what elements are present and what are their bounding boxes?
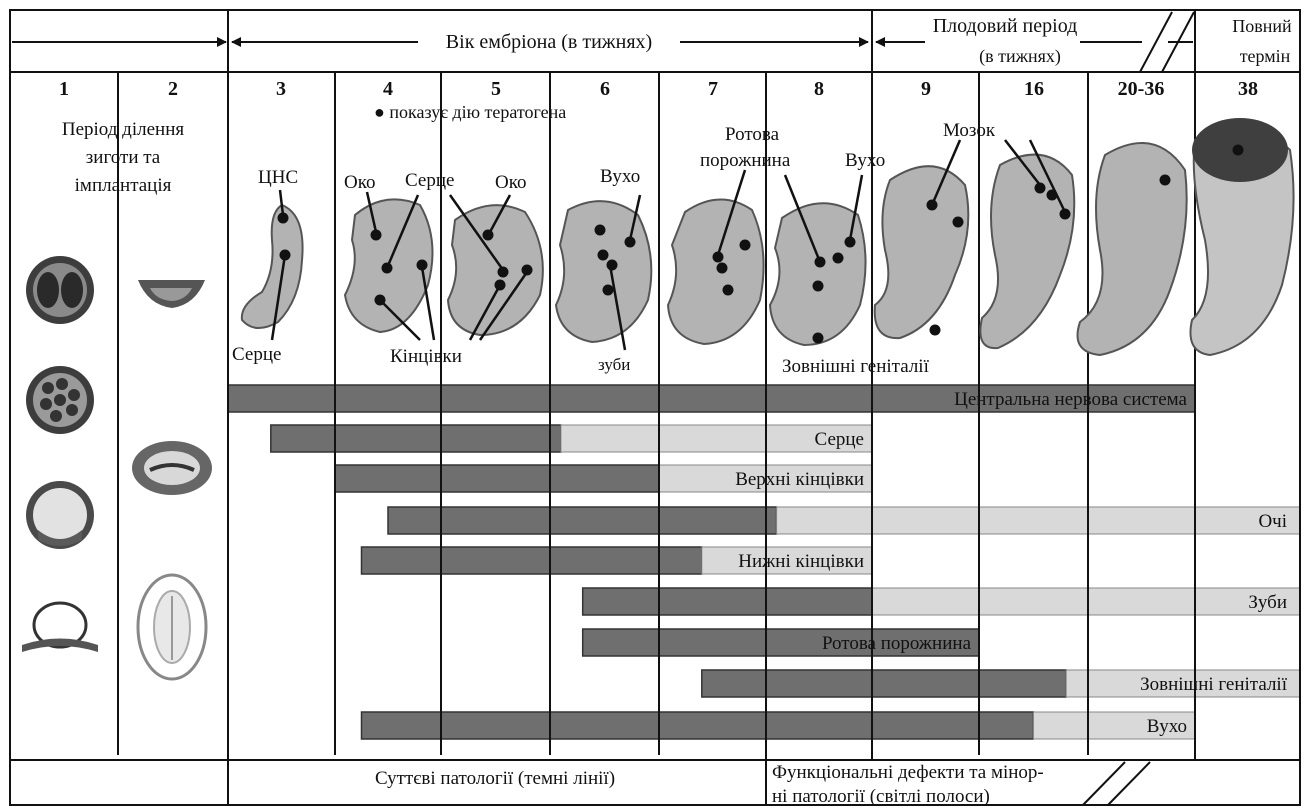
- label-cns: ЦНС: [258, 167, 298, 188]
- early-period-line1: Період ділення: [62, 119, 184, 140]
- bar-label-7: Ротова порожнина: [822, 633, 972, 654]
- label-limbs: Кінцівки: [390, 346, 462, 367]
- embryo-week-3: [242, 205, 303, 328]
- bilaminar-disc: [138, 280, 205, 308]
- bar-dark-2: [271, 425, 561, 452]
- label-eye-right: Око: [495, 172, 527, 193]
- week-5: 5: [491, 78, 501, 100]
- week-16: 16: [1024, 78, 1044, 100]
- bar-dark-3: [335, 465, 659, 492]
- implantation: [22, 603, 98, 652]
- week-3: 3: [276, 78, 286, 100]
- bar-dark-4: [388, 507, 777, 534]
- bar-dark-6: [583, 588, 872, 615]
- week-2: 2: [168, 78, 178, 100]
- bar-label-4: Очі: [1258, 511, 1287, 532]
- footer-functional-line2: ні патології (світлі полоси): [772, 786, 990, 807]
- break-slash-4: [1108, 762, 1150, 805]
- bar-label-2: Серце: [815, 429, 864, 450]
- bar-dark-8: [702, 670, 1066, 697]
- teratogen-legend: ● показує дію тератогена: [374, 102, 566, 122]
- bar-light-4: [777, 507, 1300, 534]
- footer-functional-line1: Функціональні дефекти та мінор-: [772, 762, 1044, 783]
- amniotic-cavity: [132, 441, 212, 495]
- bar-label-8: Зовнішні геніталії: [1140, 674, 1288, 695]
- bar-label-3: Верхні кінцівки: [735, 469, 864, 490]
- bar-dark-9: [362, 712, 1034, 739]
- bar-label-5: Нижні кінцівки: [738, 551, 864, 572]
- label-ear-week6: Вухо: [600, 166, 640, 187]
- embryo-age-label: Вік ембріона (в тижнях): [446, 31, 652, 53]
- label-heart-week4: Серце: [405, 170, 454, 191]
- week-4: 4: [383, 78, 393, 100]
- blastocyst: [26, 481, 94, 549]
- fetus-week-20-36: [1078, 143, 1187, 355]
- label-heart-week3: Серце: [232, 344, 281, 365]
- label-eye-left: Око: [344, 172, 376, 193]
- bar-label-6: Зуби: [1248, 592, 1287, 613]
- fetus-week-9: [875, 166, 969, 338]
- week-9: 9: [921, 78, 931, 100]
- week-1: 1: [59, 78, 69, 100]
- bar-label-1: Центральна нервова система: [954, 389, 1187, 410]
- week-6: 6: [600, 78, 610, 100]
- break-slash-3: [1083, 762, 1125, 805]
- embryo-week-7: [668, 199, 764, 344]
- fetus-week-16: [980, 155, 1074, 349]
- week-8: 8: [814, 78, 824, 100]
- week-7: 7: [708, 78, 718, 100]
- footer-major-defects: Суттєві патології (темні лінії): [375, 768, 615, 789]
- bar-dark-5: [362, 547, 702, 574]
- early-period-line2: зиготи та: [86, 147, 161, 168]
- footer-texts: Суттєві патології (темні лінії) Функціон…: [375, 762, 1044, 807]
- label-brain: Мозок: [943, 120, 996, 141]
- fetal-period-label: Плодовий період: [933, 15, 1078, 37]
- week-38: 38: [1238, 78, 1258, 100]
- label-external-genitals: Зовнішні геніталії: [782, 356, 930, 377]
- bar-light-6: [872, 588, 1300, 615]
- early-period-line3: імплантація: [75, 175, 172, 196]
- label-teeth: зуби: [598, 355, 630, 374]
- full-term-label: Повний: [1232, 16, 1292, 36]
- embryo-week-6: [556, 201, 651, 342]
- embryo-week-8: [770, 203, 866, 345]
- morula: [26, 366, 94, 434]
- label-oral-cavity-2: порожнина: [700, 150, 791, 171]
- fetal-period-sublabel: (в тижнях): [979, 46, 1061, 67]
- zygote-two-cell: [26, 256, 94, 324]
- label-oral-cavity-1: Ротова: [725, 124, 780, 145]
- early-embryo: [138, 575, 206, 679]
- bar-label-9: Вухо: [1147, 716, 1187, 737]
- full-term-sublabel: термін: [1240, 46, 1291, 66]
- early-period-text: Період ділення зиготи та імплантація: [62, 119, 184, 196]
- week-20-36: 20-36: [1118, 78, 1165, 100]
- label-ear-week8: Вухо: [845, 150, 885, 171]
